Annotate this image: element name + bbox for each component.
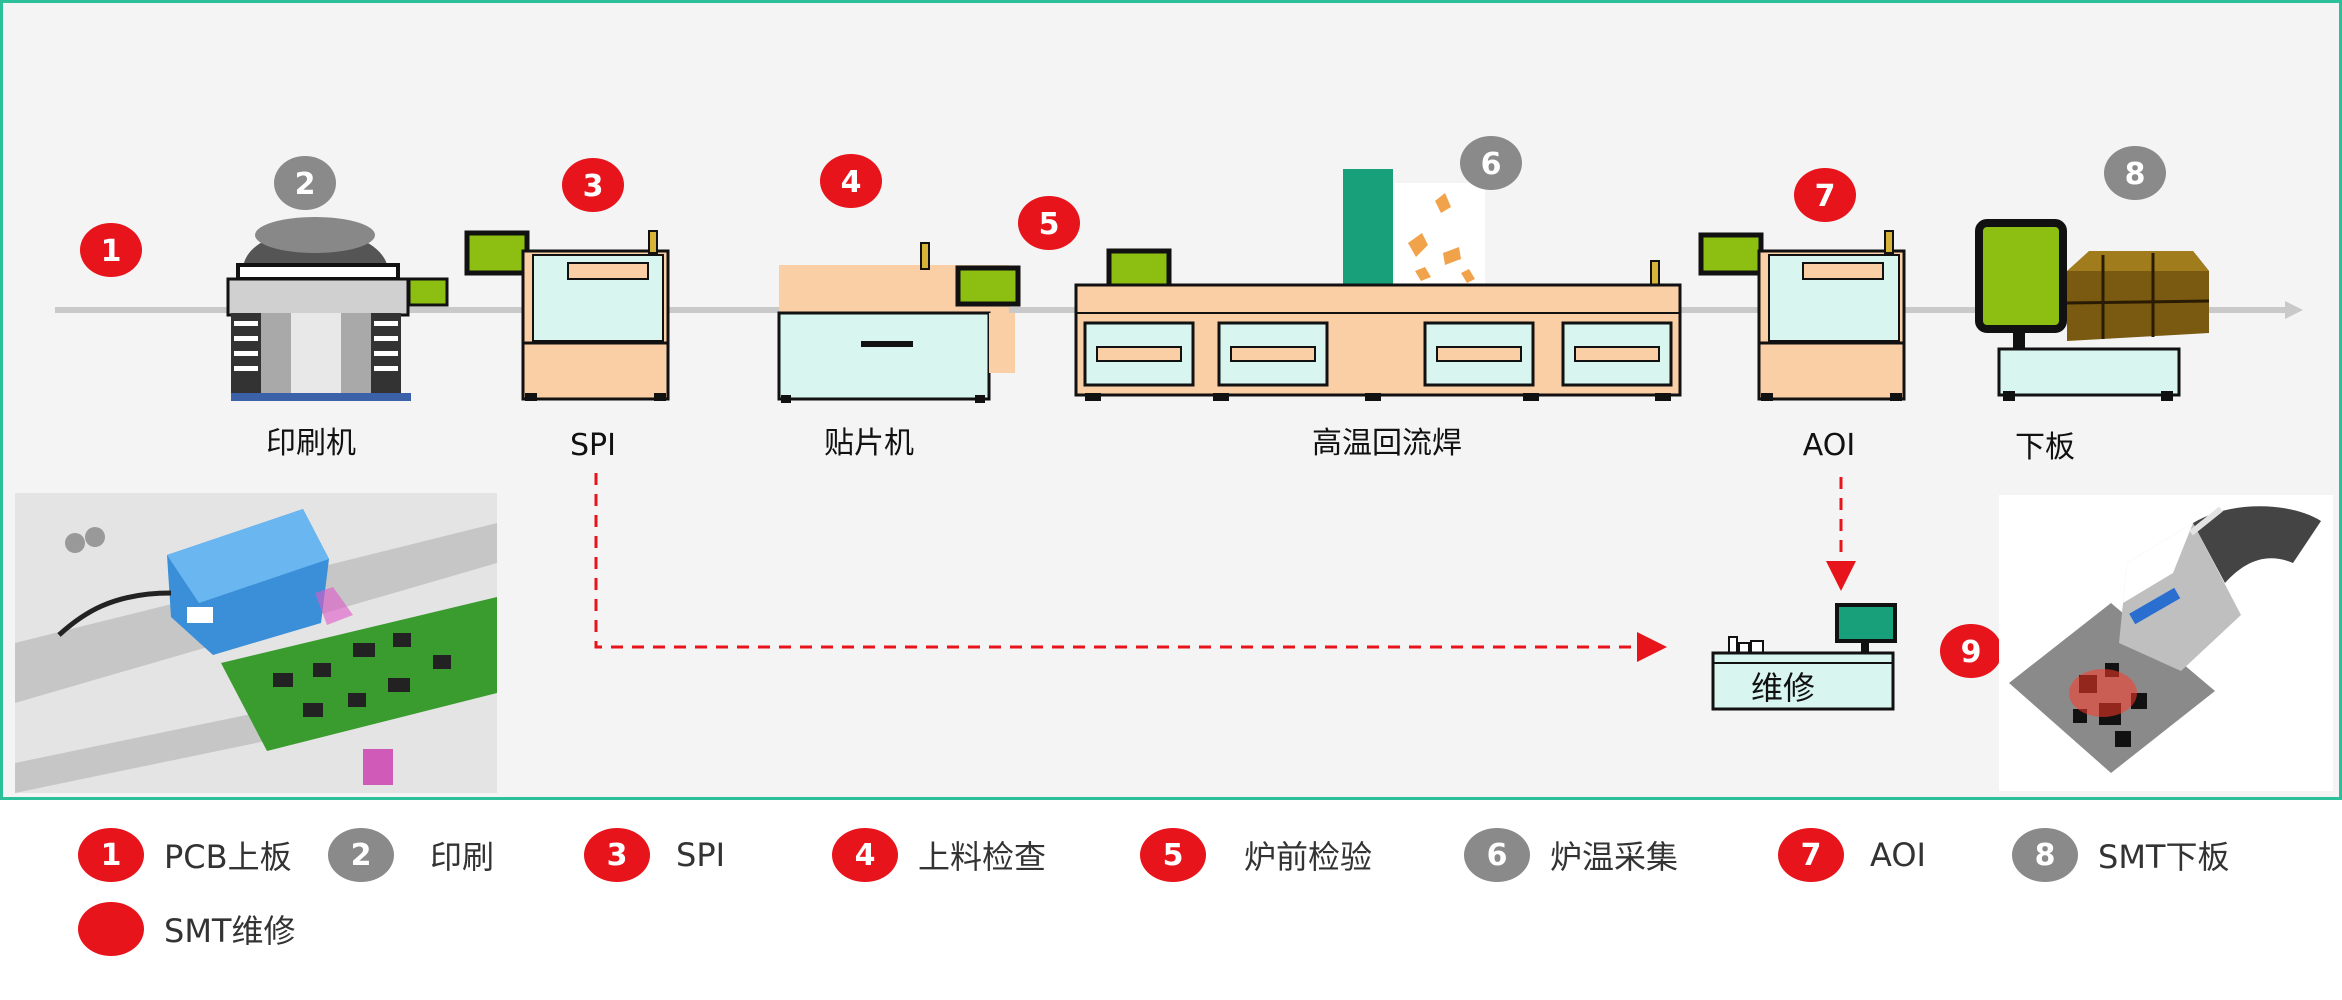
svg-text:3: 3	[583, 169, 604, 204]
station-label: AOI	[1803, 428, 1855, 463]
station-label: 印刷机	[266, 426, 356, 461]
legend-badge	[78, 902, 144, 956]
step-badge: 5	[1018, 196, 1080, 250]
legend-label: 上料检查	[918, 838, 1047, 876]
legend-item-printing: 2 印刷	[328, 820, 494, 890]
legend-item-aoi: 7 AOI	[1778, 820, 1926, 890]
legend-badge: 8	[2012, 828, 2078, 882]
printer-machine	[226, 217, 449, 401]
station-label: 贴片机	[824, 426, 914, 461]
legend-item-feeding-check: 4 上料检查	[832, 820, 1046, 890]
step-badge: 4	[820, 154, 882, 208]
legend-item-pcb-loading: 1 PCB上板	[78, 820, 292, 890]
station-label: 下板	[2015, 430, 2075, 465]
svg-text:4: 4	[841, 165, 862, 200]
legend-item-oven-temp: 6 炉温采集	[1464, 820, 1678, 890]
station-label: 高温回流焊	[1312, 426, 1462, 461]
step-badge: 8	[2104, 146, 2166, 200]
sensor-photo	[15, 493, 497, 793]
svg-text:7: 7	[1815, 179, 1836, 214]
scanner-photo	[1999, 495, 2333, 791]
production-line-diagram: 印刷机 SPI 贴片机 高温回流焊 AOI 下板 1 2 3 4 5 6 7 8…	[0, 0, 2342, 800]
step-badges: 1 2 3 4 5 6 7 8 9	[80, 136, 2166, 678]
legend-badge: 4	[832, 828, 898, 882]
step-badge: 7	[1794, 168, 1856, 222]
legend-badge: 1	[78, 828, 144, 882]
legend-badge: 2	[328, 828, 394, 882]
legend-item-smt-repair: SMT维修	[78, 894, 295, 964]
legend-label: 印刷	[430, 838, 495, 876]
svg-text:9: 9	[1961, 635, 1982, 670]
legend-badge: 3	[584, 828, 650, 882]
repair-flow-arrows	[594, 473, 1856, 662]
legend-label: PCB上板	[164, 838, 292, 876]
placement-machine	[777, 242, 1021, 403]
reflow-oven	[1074, 169, 1682, 401]
legend-item-smt-unloading: 8 SMT下板	[2012, 820, 2229, 890]
svg-text:6: 6	[1481, 147, 1502, 182]
legend-label: 炉前检验	[1244, 838, 1373, 876]
station-labels: 印刷机 SPI 贴片机 高温回流焊 AOI 下板	[266, 426, 2075, 465]
legend: 1 PCB上板 2 印刷 3 SPI 4 上料检查 5 炉前检验 6 炉温采集 …	[0, 820, 2342, 1000]
repair-station: 维修	[1711, 603, 1897, 711]
step-badge: 1	[80, 223, 142, 277]
spi-machine	[464, 230, 670, 401]
diagram-canvas: 印刷机 SPI 贴片机 高温回流焊 AOI 下板 1 2 3 4 5 6 7 8…	[15, 136, 2333, 793]
legend-badge: 7	[1778, 828, 1844, 882]
legend-badge: 5	[1140, 828, 1206, 882]
svg-text:8: 8	[2125, 157, 2146, 192]
step-badge: 6	[1460, 136, 1522, 190]
step-badge: 2	[274, 156, 336, 210]
legend-label: SMT下板	[2098, 838, 2230, 876]
svg-text:5: 5	[1039, 207, 1060, 242]
svg-text:2: 2	[295, 167, 316, 202]
step-badge: 3	[562, 158, 624, 212]
legend-item-spi: 3 SPI	[584, 820, 725, 890]
legend-label: SMT维修	[164, 912, 296, 950]
legend-label: AOI	[1870, 836, 1926, 874]
legend-badge: 6	[1464, 828, 1530, 882]
step-badge: 9	[1940, 624, 2002, 678]
legend-item-pre-oven-inspection: 5 炉前检验	[1140, 820, 1372, 890]
station-label: SPI	[570, 428, 616, 463]
aoi-machine	[1698, 230, 1906, 401]
svg-text:1: 1	[101, 234, 122, 269]
legend-label: SPI	[676, 836, 726, 874]
unloader-machine	[1975, 219, 2210, 401]
repair-label: 维修	[1751, 669, 1815, 707]
legend-label: 炉温采集	[1550, 838, 1679, 876]
